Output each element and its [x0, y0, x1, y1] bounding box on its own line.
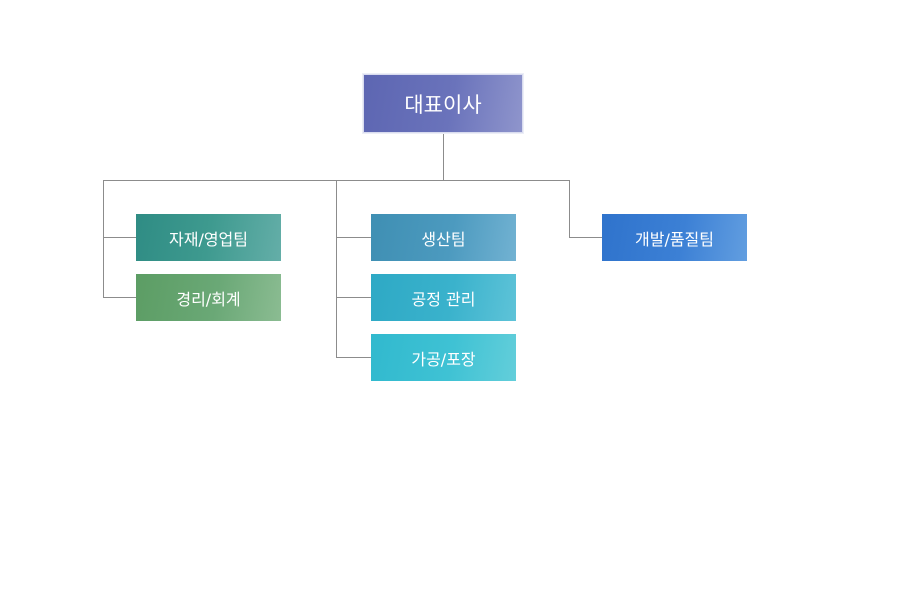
dept-box-accounting: 경리/회계	[136, 274, 281, 321]
dept-box-production: 생산팀	[371, 214, 516, 261]
dept-box-materials-sales: 자재/영업팀	[136, 214, 281, 261]
connector-branch-right	[569, 180, 570, 238]
connector-ceo-down	[443, 133, 444, 181]
connector-branch-middle	[336, 180, 337, 357]
connector-left-2	[103, 297, 136, 298]
connector-middle-2	[336, 297, 371, 298]
connector-middle-3	[336, 357, 371, 358]
dept-box-development-quality: 개발/품질팀	[602, 214, 747, 261]
connector-right-1	[569, 237, 602, 238]
connector-left-1	[103, 237, 136, 238]
connector-middle-1	[336, 237, 371, 238]
dept-box-process-management: 공정 관리	[371, 274, 516, 321]
dept-box-processing-packaging: 가공/포장	[371, 334, 516, 381]
connector-branch-left	[103, 180, 104, 297]
ceo-box: 대표이사	[363, 74, 523, 133]
